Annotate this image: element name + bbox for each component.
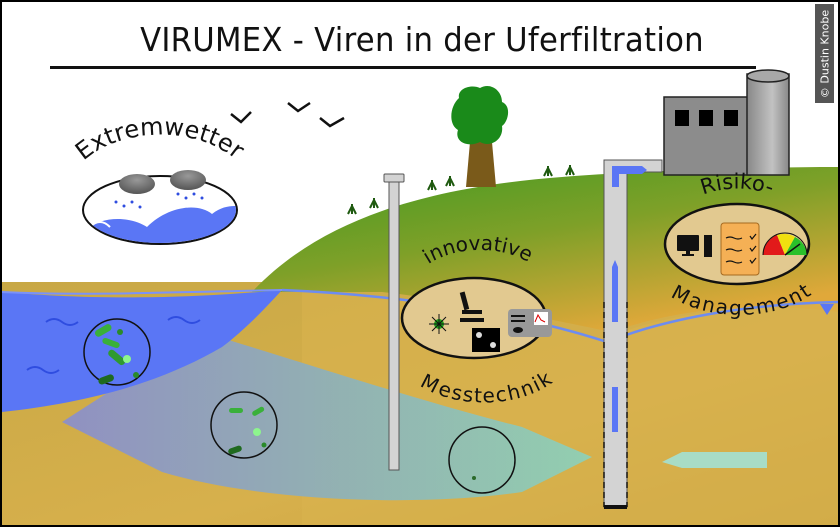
observation-well bbox=[383, 173, 405, 471]
microbe-circle-subsurface bbox=[210, 391, 278, 459]
microbe-circle-well bbox=[448, 426, 516, 494]
badge-extreme-weather: Extremwetter bbox=[70, 112, 250, 245]
fluorescence-icon bbox=[429, 314, 449, 334]
credit-text: © Dustin Knobe bbox=[818, 9, 831, 98]
microscope-icon bbox=[459, 291, 484, 322]
infiltration-plume bbox=[62, 332, 592, 501]
grass-tufts bbox=[347, 165, 575, 215]
tree bbox=[451, 85, 509, 187]
groundwater-table bbox=[281, 288, 838, 344]
analyzer-device-icon bbox=[508, 309, 552, 337]
water-table-marker-icon bbox=[820, 304, 834, 315]
cloud-icon bbox=[119, 174, 155, 194]
page-title: VIRUMEX - Viren in der Uferfiltration bbox=[140, 20, 704, 59]
particle-image-icon bbox=[472, 328, 500, 352]
water-wave-icons bbox=[26, 316, 201, 374]
rain-icon bbox=[114, 192, 204, 209]
badge-extreme-weather-label: Extremwetter bbox=[70, 112, 250, 165]
birds bbox=[230, 101, 345, 128]
gauge-icon bbox=[762, 232, 808, 256]
waterworks-building bbox=[663, 96, 751, 176]
title-underline bbox=[50, 66, 756, 69]
cloud-icon bbox=[170, 170, 206, 190]
extraction-well bbox=[603, 159, 663, 509]
computer-icon bbox=[677, 235, 712, 257]
checklist-icon bbox=[720, 222, 760, 276]
microbe-circle-river bbox=[83, 318, 151, 386]
photo-credit: © Dustin Knobe bbox=[815, 4, 834, 103]
flow-arrow bbox=[662, 452, 767, 468]
silo bbox=[746, 69, 790, 176]
